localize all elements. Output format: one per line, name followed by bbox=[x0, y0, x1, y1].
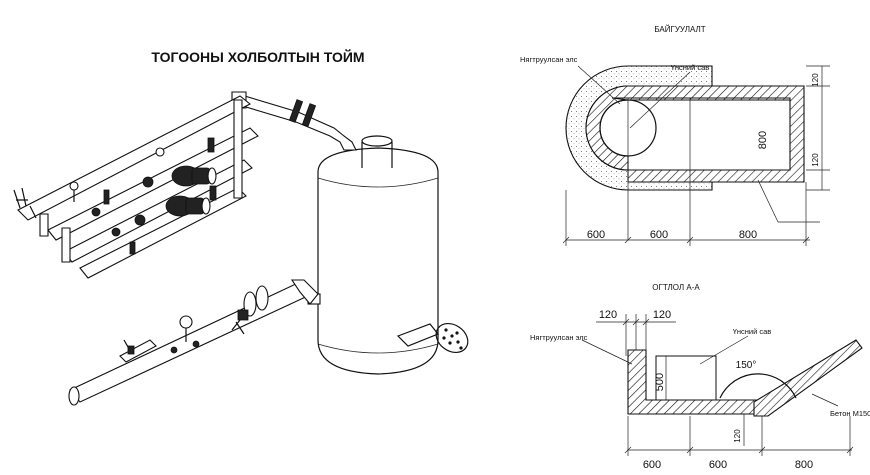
plan-heading: БАЙГУУЛАЛТ bbox=[654, 25, 705, 34]
plan-dim-600a: 600 bbox=[587, 229, 605, 241]
section-dim-600a: 600 bbox=[643, 459, 661, 470]
page-title: ТОГООНЫ ХОЛБОЛТЫН ТОЙМ bbox=[151, 48, 364, 65]
section-dim-500: 500 bbox=[654, 373, 666, 391]
plan-dim-800: 800 bbox=[739, 229, 757, 241]
pump-manifold bbox=[13, 95, 259, 279]
section-angle: 150° bbox=[736, 360, 757, 371]
section-dim-120-bottom: 120 bbox=[733, 429, 742, 443]
section-angle-arc bbox=[719, 373, 797, 399]
section-view: ОГТЛОЛ А-А 120 120 150° 500 Нягтруулсан … bbox=[530, 283, 870, 471]
plan-dim-600b: 600 bbox=[650, 229, 668, 241]
circulation-pump-2 bbox=[165, 195, 211, 217]
section-label-sand: Нягтруулсан элс bbox=[530, 333, 588, 342]
plan-label-sand: Нягтруулсан элс bbox=[520, 55, 578, 64]
return-pipe-bottom bbox=[68, 279, 319, 406]
plan-dim-800-vertical: 800 bbox=[757, 131, 769, 149]
section-slab bbox=[753, 339, 863, 417]
boiler-tank bbox=[307, 135, 469, 375]
burner-plate bbox=[396, 322, 469, 354]
plan-label-ash-pit: Үнсний сав bbox=[671, 63, 710, 72]
boiler-isometric bbox=[13, 91, 469, 406]
section-dim-120a: 120 bbox=[599, 309, 617, 321]
plan-view: БАЙГУУЛАЛТ Нягтруулсан элс Үнсний сав 60… bbox=[520, 25, 830, 246]
section-dim-600b: 600 bbox=[709, 459, 727, 470]
section-label-ash-pit: Үнсний сав bbox=[733, 327, 772, 336]
supply-pipe-top bbox=[231, 91, 357, 151]
section-label-concrete: Бетон М150 bbox=[830, 409, 870, 418]
circulation-pump-1 bbox=[171, 165, 217, 187]
plan-dim-120b: 120 bbox=[811, 153, 820, 167]
plan-dim-120a: 120 bbox=[811, 73, 820, 87]
section-dim-120b: 120 bbox=[653, 309, 671, 321]
section-heading: ОГТЛОЛ А-А bbox=[652, 283, 700, 292]
section-dim-800: 800 bbox=[795, 459, 813, 470]
